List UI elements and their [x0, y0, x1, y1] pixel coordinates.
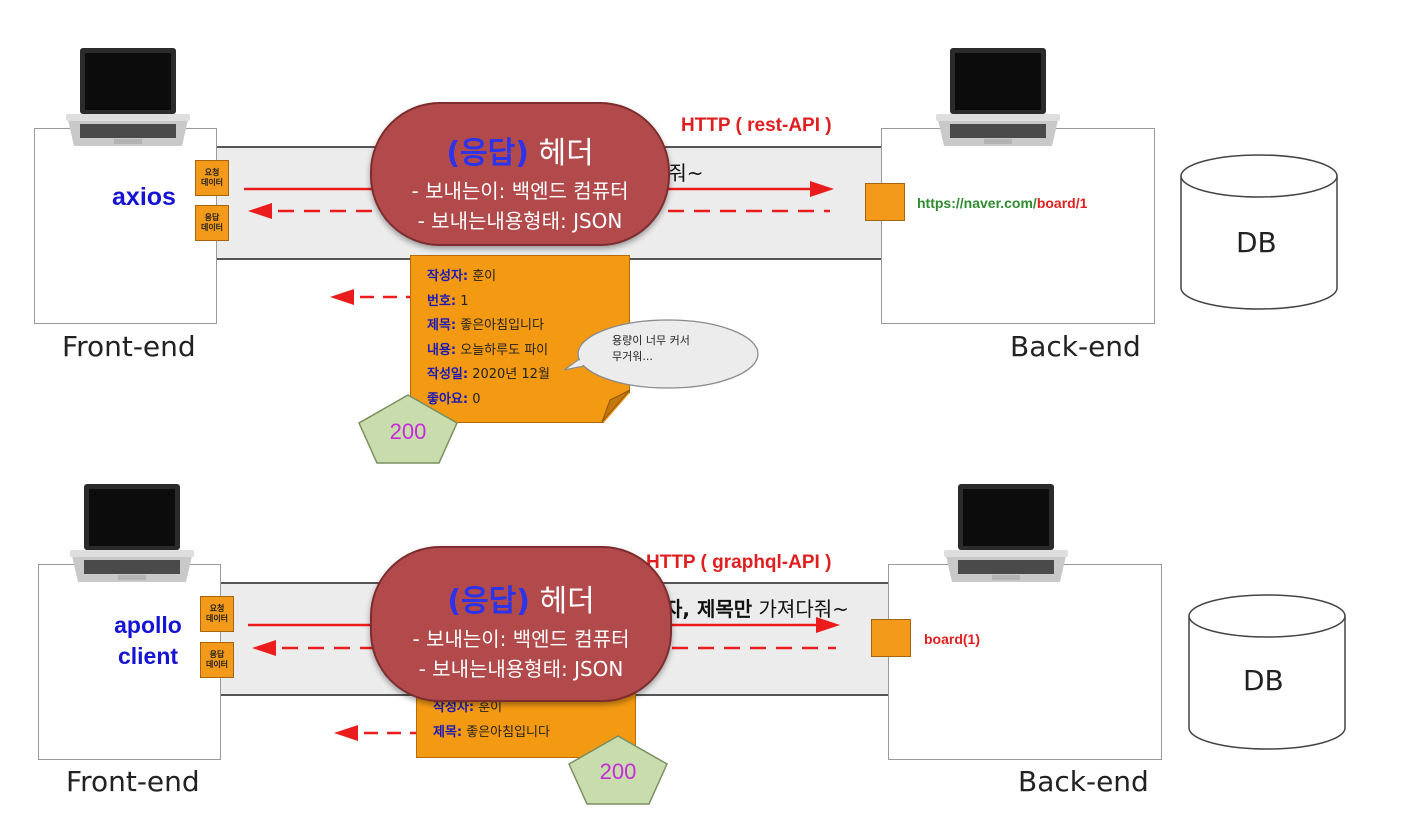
database-label: DB: [1236, 226, 1277, 259]
client-library-label: apollo client: [94, 610, 202, 672]
header-title: (응답) 헤더: [446, 136, 594, 171]
bubble-line: 무거워...: [612, 350, 653, 363]
frontend-laptop-icon: [70, 482, 194, 582]
doc-row: 제목: 좋은아침입니다: [427, 318, 544, 333]
endpoint-url: board(1): [924, 631, 980, 647]
response-data-tag: 응답 데이터: [200, 642, 234, 678]
backend-label: Back-end: [1010, 330, 1141, 363]
header-line: - 보내는내용형태: JSON: [418, 657, 624, 681]
bubble-line: 용량이 너무 커서: [612, 334, 690, 347]
tag-line: 데이터: [200, 178, 224, 187]
request-text: 자, 제목만 가져다줘~: [664, 593, 849, 622]
payload-arrowhead: [334, 725, 358, 741]
doc-row: 좋아요: 0: [427, 391, 481, 407]
frontend-box: [34, 128, 217, 324]
tag-line: 데이터: [200, 223, 224, 232]
status-pentagon-icon: [358, 394, 458, 464]
tag-line: 응답: [204, 213, 220, 222]
client-library-label: axios: [90, 182, 198, 213]
tag-line: 데이터: [205, 660, 229, 669]
request-data-tag: 요청 데이터: [195, 160, 229, 196]
doc-row: 작성자: 훈이: [427, 269, 497, 284]
url-path: board/1: [1036, 195, 1088, 211]
frontend-label: Front-end: [62, 330, 196, 363]
doc-row: 작성자: 훈이: [433, 700, 503, 715]
document-fold: [601, 390, 631, 423]
url-host: https://naver.com/: [917, 195, 1037, 211]
request-data-tag: 요청 데이터: [200, 596, 234, 632]
database-icon: [1180, 154, 1338, 310]
request-text-rest: 가져다줘~: [752, 597, 849, 621]
header-line: - 보내는이: 백엔드 컴퓨터: [412, 627, 630, 651]
tag-line: 응답: [209, 650, 225, 659]
payload-arrowhead: [330, 289, 354, 305]
request-text-bold: 자, 제목만: [664, 597, 753, 621]
endpoint-port: [871, 619, 911, 657]
response-header-bubble: (응답) 헤더 - 보내는이: 백엔드 컴퓨터 - 보내는내용형태: JSON: [370, 102, 670, 246]
tag-line: 요청: [209, 604, 225, 613]
header-title: (응답) 헤더: [447, 584, 595, 619]
backend-laptop-icon: [944, 482, 1068, 582]
client-line: apollo: [114, 612, 182, 638]
backend-label: Back-end: [1018, 765, 1149, 798]
frontend-label: Front-end: [66, 765, 200, 798]
tag-line: 요청: [204, 168, 220, 177]
speech-bubble-text: 용량이 너무 커서 무거워...: [612, 333, 690, 365]
http-protocol-label: HTTP ( rest-API ): [681, 115, 832, 136]
frontend-laptop-icon: [66, 46, 190, 146]
response-header-bubble: (응답) 헤더 - 보내는이: 백엔드 컴퓨터 - 보내는내용형태: JSON: [370, 546, 672, 702]
header-line: - 보내는내용형태: JSON: [417, 209, 623, 233]
doc-row: 작성일: 2020년 12월: [427, 367, 550, 382]
speech-bubble: [563, 319, 759, 389]
client-line: client: [117, 643, 179, 669]
doc-row: 내용: 오늘하루도 파이: [427, 342, 549, 358]
header-line: - 보내는이: 백엔드 컴퓨터: [411, 179, 629, 203]
tag-line: 데이터: [205, 614, 229, 623]
status-pentagon-icon: [568, 735, 668, 805]
response-data-tag: 응답 데이터: [195, 205, 229, 241]
backend-laptop-icon: [936, 46, 1060, 146]
doc-row: 제목: 좋은아침입니다: [433, 724, 550, 740]
endpoint-url: https://naver.com/board/1: [917, 195, 1087, 211]
client-line: axios: [112, 183, 176, 211]
database-label: DB: [1243, 664, 1284, 697]
doc-row: 번호: 1: [427, 293, 469, 309]
status-code: 200: [599, 759, 637, 784]
endpoint-port: [865, 183, 905, 221]
backend-box: [888, 564, 1162, 760]
http-protocol-label: HTTP ( graphql-API ): [646, 552, 832, 573]
backend-box: [881, 128, 1155, 324]
status-code: 200: [389, 419, 427, 444]
database-icon: [1188, 594, 1346, 750]
